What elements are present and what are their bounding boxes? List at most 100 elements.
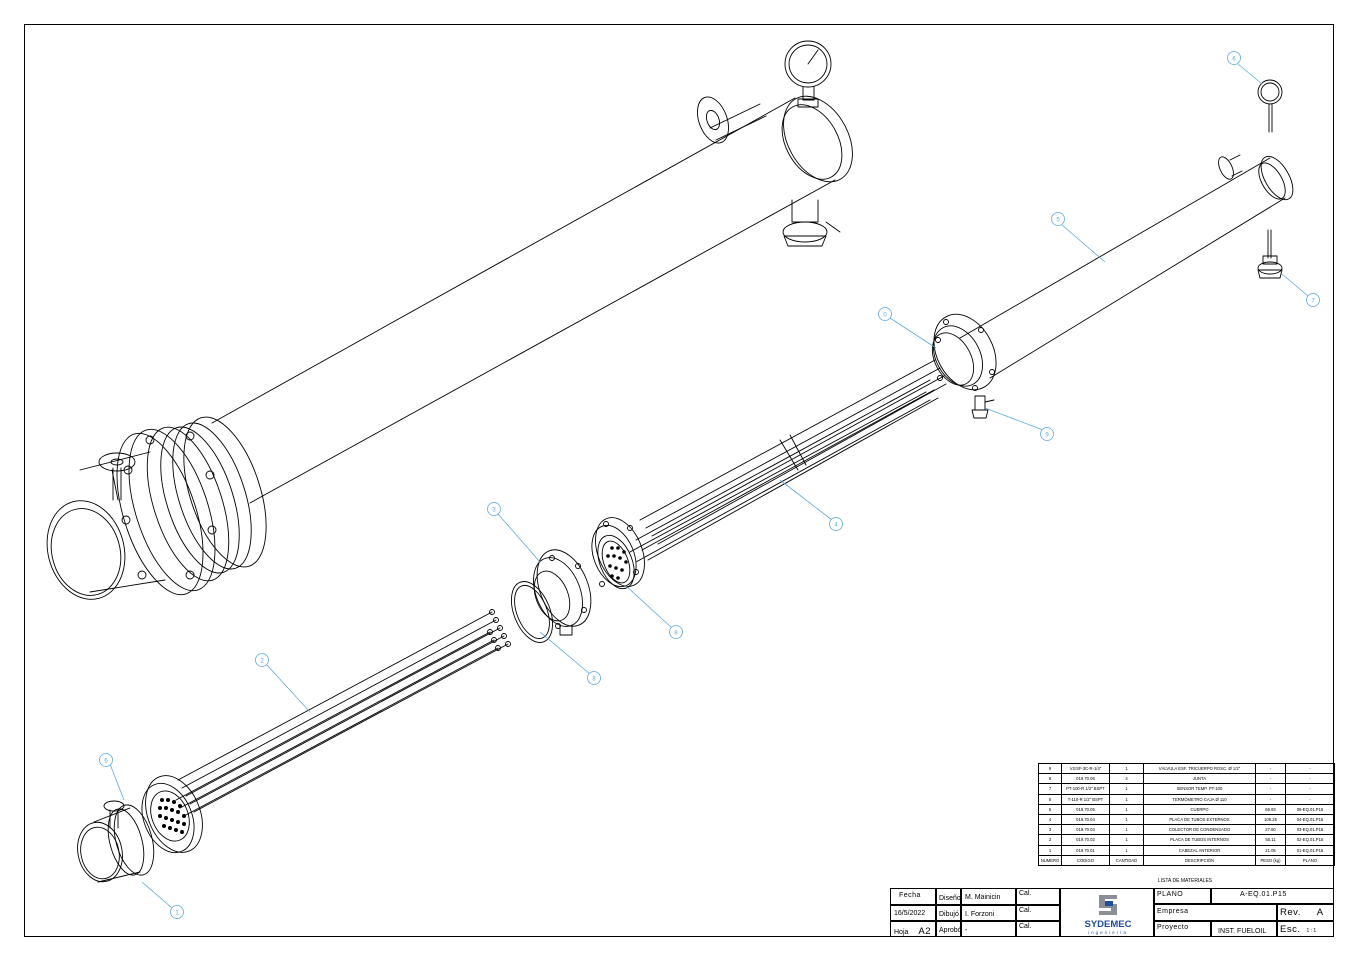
bom-cell: 04-EQ.01.P15 — [1285, 813, 1335, 826]
balloon-7: 7 — [1311, 299, 1315, 305]
bom-cell: 1 — [1109, 762, 1144, 775]
bom-cell: 7 — [1038, 783, 1062, 795]
part-7-sensor — [1257, 229, 1283, 279]
bom-cell: 03-EQ.01.P15 — [1285, 824, 1335, 836]
valve-icon — [971, 395, 995, 419]
balloon-9: 9 — [1045, 433, 1049, 439]
bom-cell: - — [1285, 793, 1335, 805]
esc-label: Esc. — [1280, 924, 1301, 935]
cal-3: Cal. — [1016, 921, 1060, 937]
balloon-5: 5 — [1056, 218, 1060, 224]
balloon-2: 2 — [260, 659, 264, 665]
proyecto-label: Proyecto — [1154, 921, 1211, 937]
bom-cell: - — [1285, 773, 1335, 785]
bom-cell: 019.70.04 — [1061, 813, 1110, 826]
part-8-gasket-upper — [597, 534, 635, 590]
balloon-4: 4 — [834, 523, 838, 529]
bom-cell: 27.80 — [1255, 824, 1286, 836]
assembled-front-head — [46, 451, 166, 600]
bom-cell: 9 — [1038, 762, 1062, 775]
bom-cell: 8 — [1038, 773, 1062, 785]
hoja-cell: Hoja A2 — [890, 921, 936, 937]
bom-cell: CANTIDAD — [1109, 854, 1144, 866]
part-3-collector — [533, 549, 592, 636]
bom-cell: 55.11 — [1255, 834, 1286, 846]
bom-cell: PLACA DE TUBOS INTERNOS — [1143, 834, 1256, 846]
sensor-icon — [782, 199, 841, 247]
bom-cell: 05-EQ.01.P15 — [1285, 803, 1335, 815]
part-5-shell — [931, 154, 1294, 419]
bom-cell: 1 — [1109, 834, 1144, 846]
cal-1: Cal. — [1016, 888, 1060, 905]
part-6-thermometer — [1257, 79, 1283, 133]
bom-cell: 4 — [1109, 773, 1144, 785]
title-block: Fecha 16/5/2022 Hoja A2 Diseño Dibujó Ap… — [890, 888, 1334, 937]
proyecto-value: INST. FUELOIL — [1211, 921, 1277, 937]
bom-cell: 5 — [1038, 803, 1062, 815]
empresa-label: Empresa — [1154, 904, 1277, 921]
bom-cell: - — [1255, 793, 1286, 805]
balloon-6: 6 — [1232, 57, 1236, 63]
bom-cell: 019.70.03 — [1061, 824, 1110, 836]
cal-2: Cal. — [1016, 905, 1060, 921]
bom-cell: NUMERO — [1038, 854, 1062, 866]
rev-value: A — [1316, 907, 1324, 918]
bom-cell: - — [1255, 773, 1286, 785]
bom-cell: 1 — [1109, 813, 1144, 826]
bom-cell: COLECTOR DE CONDENSADO — [1143, 824, 1256, 836]
dibujo-label: Dibujó — [936, 905, 961, 921]
bom-cell: CUERPO — [1143, 803, 1256, 815]
rev-cell: Rev. A — [1277, 904, 1334, 921]
aprobo-value: - — [961, 921, 1016, 937]
bom-cell: PLACA DE TUBOS EXTERNOS — [1143, 813, 1256, 826]
bom-cell: 01-EQ.01.P15 — [1285, 844, 1335, 856]
balloon-6b: 6 — [104, 759, 108, 765]
bom-cell: T-110-R 1/2" BSPT — [1061, 793, 1110, 805]
bom-caption: LISTA DE MATERIALES — [1157, 878, 1213, 884]
bom-cell: 3 — [1038, 824, 1062, 836]
diseno-value: M. Mainicin — [961, 888, 1016, 905]
rev-label: Rev. — [1280, 907, 1301, 918]
balloon-8: 8 — [592, 677, 596, 683]
fecha-label: Fecha — [890, 888, 936, 905]
balloon-1: 1 — [175, 911, 179, 917]
bom-cell: DESCRIPCIÓN — [1143, 854, 1256, 866]
bom-cell: 019.70.05 — [1061, 803, 1110, 815]
bom-cell: 1 — [1109, 824, 1144, 836]
bom-cell: JUNTA — [1143, 773, 1256, 785]
bom-cell: - — [1285, 762, 1335, 775]
assembled-flange-stack — [116, 416, 267, 596]
logo-cell: SYDEMEC ingeniería — [1060, 888, 1154, 937]
part-8-gasket — [511, 581, 553, 643]
bom-cell: 1 — [1109, 803, 1144, 815]
bom-cell: 1 — [1038, 844, 1062, 856]
bom-cell: CABEZAL ANTERIOR — [1143, 844, 1256, 856]
bom-cell: V.ESF-3C-R-1/4" — [1061, 762, 1110, 775]
assembled-exchanger — [46, 40, 853, 600]
bom-cell: - — [1255, 783, 1286, 795]
balloon-0: 0 — [883, 313, 887, 319]
bom-cell: 4 — [1038, 813, 1062, 826]
bom-cell: 2 — [1038, 834, 1062, 846]
bom-cell: - — [1285, 783, 1335, 795]
bom-cell: PT-100-R 1/2" BSPT — [1061, 783, 1110, 795]
bom-cell: CODIGO — [1061, 854, 1110, 866]
bom-cell: PLANO — [1285, 854, 1335, 866]
logo-text: SYDEMEC — [1085, 919, 1132, 930]
bom-cell: 6 — [1038, 793, 1062, 805]
bom-cell: 66.93 — [1255, 803, 1286, 815]
bom-cell: 21.05 — [1255, 844, 1286, 856]
aprobo-label: Aprobó — [936, 921, 961, 937]
balloon-8b: 8 — [674, 631, 678, 637]
bom-cell: SENSOR TEMP. PT-100 — [1143, 783, 1256, 795]
